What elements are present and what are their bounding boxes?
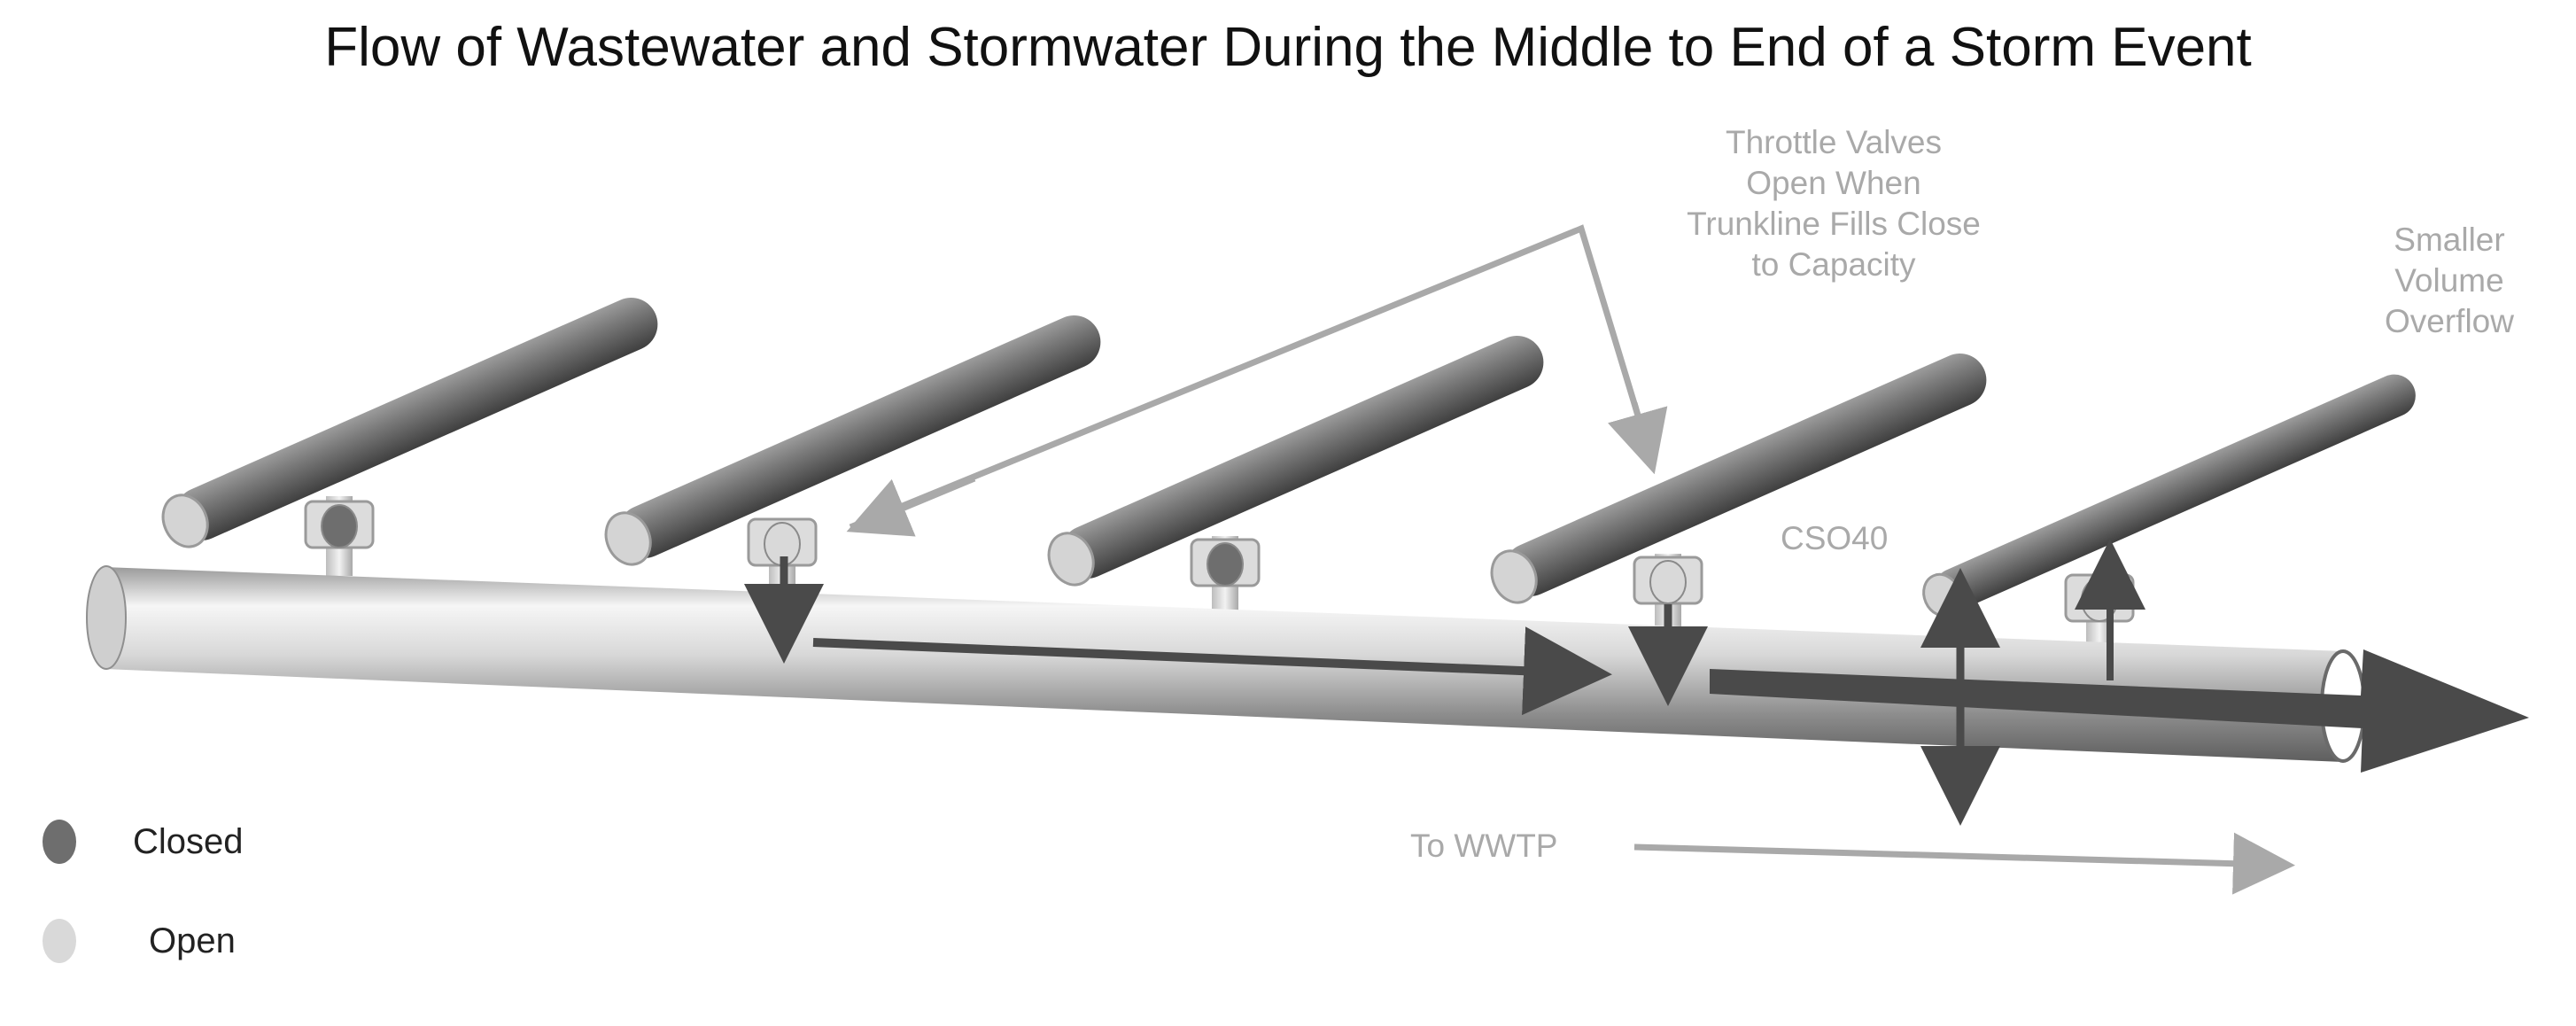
throttle-callout-arrow-left <box>846 475 976 537</box>
valve-5 <box>2064 573 2135 623</box>
throttle-callout-arrow-right <box>1607 402 1668 475</box>
branch-pipes <box>161 298 2416 618</box>
valve-state-closed <box>1207 542 1244 587</box>
branch-pipe <box>1047 336 1544 587</box>
cso-label: CSO40 <box>1781 520 1889 556</box>
valve-4 <box>1633 556 1703 605</box>
valve-state-closed <box>321 504 358 548</box>
branch-pipe <box>604 315 1101 566</box>
to-wwtp-label: To WWTP <box>1410 828 1558 864</box>
legend-closed-label: Closed <box>133 822 244 861</box>
annotation-line: Smaller <box>2394 222 2505 258</box>
annotation-line: to Capacity <box>1751 246 1916 283</box>
throttle-valves-annotation: Throttle Valves Open When Trunkline Fill… <box>1630 122 2037 285</box>
legend-closed-swatch <box>43 820 76 864</box>
flow-arrows <box>744 539 2529 826</box>
annotation-line: Open When <box>1746 165 1921 201</box>
annotation-line: Volume <box>2394 262 2504 299</box>
valve-state-open <box>1649 560 1687 604</box>
annotation-line: Overflow <box>2385 303 2514 339</box>
branch-pipe <box>1922 374 2416 618</box>
smaller-volume-overflow-annotation: Smaller Volume Overflow <box>2339 220 2560 342</box>
valve-2 <box>747 517 818 567</box>
annotation-arrows <box>846 224 2295 895</box>
valve-1 <box>304 500 375 549</box>
trunk-flow-arrow <box>812 626 1612 716</box>
annotation-line: Throttle Valves <box>1725 124 1943 160</box>
valve-3 <box>1190 538 1261 587</box>
annotation-line: Trunkline Fills Close <box>1687 206 1981 242</box>
legend-open-swatch <box>43 919 76 963</box>
to-wwtp-arrow <box>1633 832 2295 895</box>
diagram-title: Flow of Wastewater and Stormwater During… <box>324 17 2252 78</box>
throttle-callout-line <box>849 224 1651 531</box>
branch-pipe <box>161 298 658 548</box>
branch-pipe <box>1490 354 1987 604</box>
trunk-outflow-arrow <box>1710 649 2529 773</box>
legend-open-label: Open <box>149 921 236 960</box>
